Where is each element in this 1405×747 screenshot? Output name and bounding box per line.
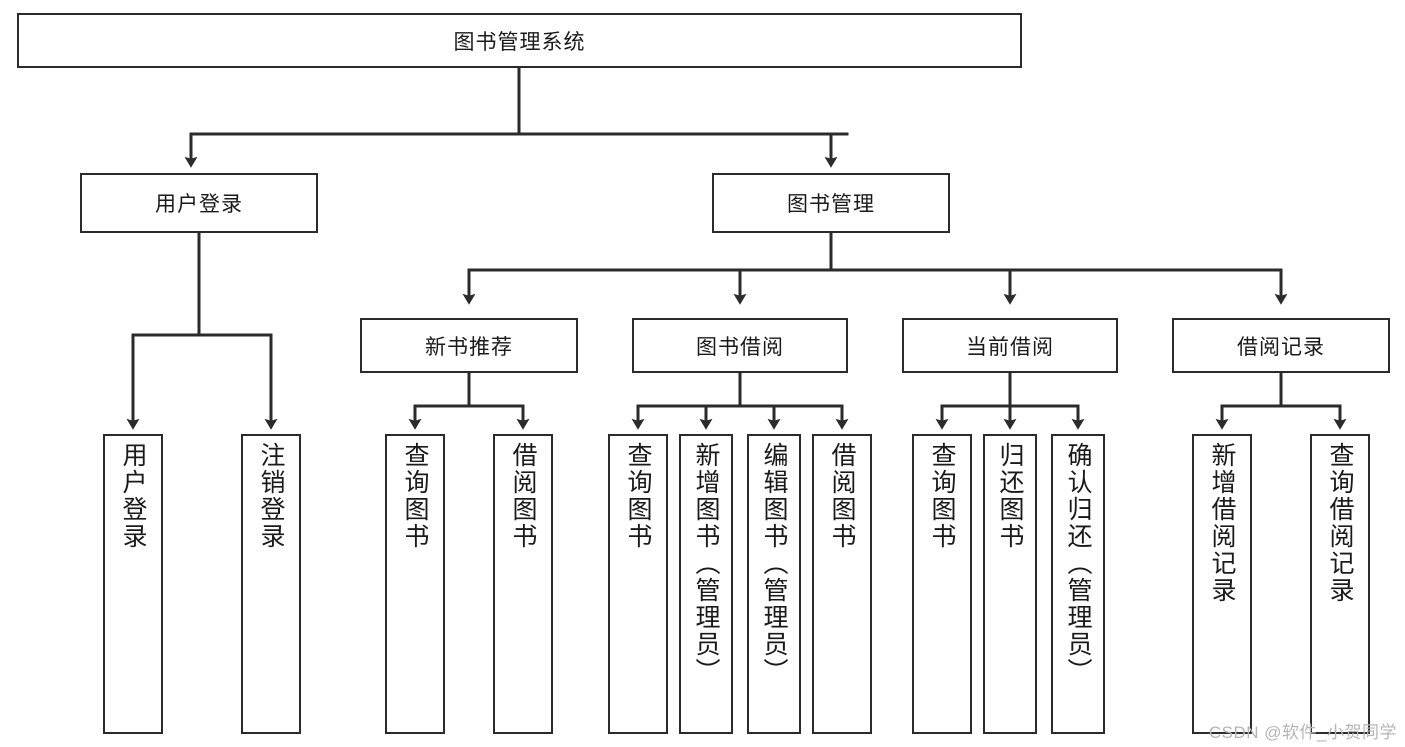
node-leaf-edit-book-admin-label: 编辑图书（管理员）: [760, 442, 788, 685]
node-leaf-query-borrow-record-label: 查询借阅记录: [1326, 442, 1354, 604]
node-leaf-add-borrow-record-label: 新增借阅记录: [1208, 442, 1236, 604]
node-new-book-recommend-label: 新书推荐: [425, 335, 513, 359]
node-leaf-add-book-admin[interactable]: 新增图书（管理员）: [679, 434, 733, 734]
watermark-text: CSDN @软件_小贺同学: [1208, 723, 1397, 742]
node-leaf-current-query-book-label: 查询图书: [928, 442, 956, 550]
node-borrow-records-label: 借阅记录: [1237, 335, 1325, 359]
node-leaf-return-book[interactable]: 归还图书: [983, 434, 1037, 734]
node-leaf-lend-book[interactable]: 借阅图书: [812, 434, 872, 734]
node-leaf-query-borrow-record[interactable]: 查询借阅记录: [1310, 434, 1370, 734]
node-root[interactable]: 图书管理系统: [17, 13, 1022, 68]
node-book-borrow[interactable]: 图书借阅: [632, 318, 848, 373]
node-borrow-records[interactable]: 借阅记录: [1172, 318, 1390, 373]
node-leaf-current-query-book[interactable]: 查询图书: [912, 434, 972, 734]
node-book-management-label: 图书管理: [787, 193, 875, 216]
node-root-label: 图书管理系统: [453, 30, 586, 54]
node-leaf-logout-label: 注销登录: [257, 442, 285, 550]
node-leaf-logout[interactable]: 注销登录: [241, 434, 301, 734]
node-leaf-confirm-return-admin-label: 确认归还（管理员）: [1064, 442, 1092, 685]
node-book-management[interactable]: 图书管理: [712, 173, 950, 233]
node-leaf-user-login[interactable]: 用户登录: [103, 434, 163, 734]
node-leaf-confirm-return-admin[interactable]: 确认归还（管理员）: [1051, 434, 1105, 734]
node-leaf-newbook-borrow-book-label: 借阅图书: [509, 442, 537, 550]
node-leaf-edit-book-admin[interactable]: 编辑图书（管理员）: [747, 434, 801, 734]
node-current-borrow[interactable]: 当前借阅: [902, 318, 1118, 373]
node-current-borrow-label: 当前借阅: [966, 335, 1054, 359]
node-new-book-recommend[interactable]: 新书推荐: [360, 318, 578, 373]
node-leaf-newbook-borrow-book[interactable]: 借阅图书: [493, 434, 553, 734]
node-leaf-newbook-query-book-label: 查询图书: [401, 442, 429, 550]
node-leaf-borrow-query-book-label: 查询图书: [624, 442, 652, 550]
node-user-login[interactable]: 用户登录: [80, 173, 318, 233]
node-leaf-return-book-label: 归还图书: [996, 442, 1024, 550]
node-book-borrow-label: 图书借阅: [696, 335, 784, 359]
node-leaf-lend-book-label: 借阅图书: [828, 442, 856, 550]
node-user-login-label: 用户登录: [155, 193, 243, 216]
node-leaf-user-login-label: 用户登录: [119, 442, 147, 550]
node-leaf-add-book-admin-label: 新增图书（管理员）: [692, 442, 720, 685]
node-leaf-add-borrow-record[interactable]: 新增借阅记录: [1192, 434, 1252, 734]
node-leaf-borrow-query-book[interactable]: 查询图书: [608, 434, 668, 734]
node-leaf-newbook-query-book[interactable]: 查询图书: [385, 434, 445, 734]
